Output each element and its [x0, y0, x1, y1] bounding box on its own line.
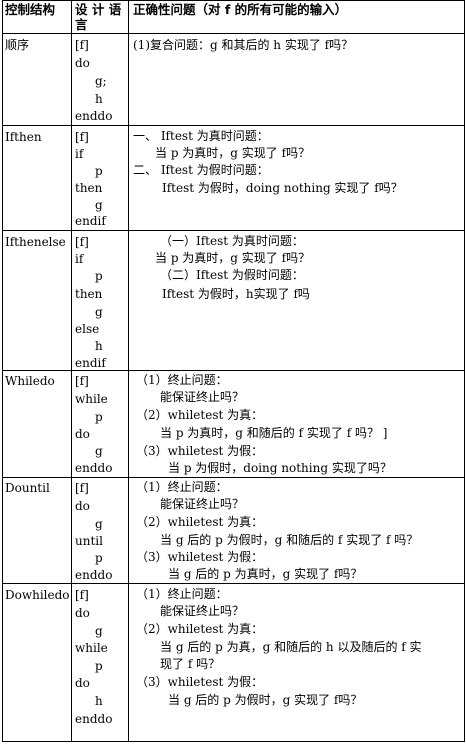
question-line: 能保证终止吗？: [160, 497, 245, 511]
question-line: (1)复合问题：g 和其后的 h 实现了 f吗？: [133, 38, 354, 52]
design-line: else: [75, 322, 100, 336]
header-design-language-cont: 言: [75, 17, 88, 32]
question-line: 当 p 为真时，g 实现了 f吗？: [155, 146, 311, 160]
design-line: until: [75, 534, 103, 548]
question-line: （2）whiletest 为真：: [136, 622, 264, 636]
question-line: 当 p 为真时，g 和随后的 f 实现了 f 吗？ ]: [160, 426, 388, 440]
design-line: p: [95, 164, 103, 178]
row-divider: [2, 370, 464, 371]
question-line: 现了 f 吗？: [160, 657, 221, 671]
row-divider: [2, 583, 464, 584]
design-line: do: [75, 676, 90, 690]
question-line: （3）whiletest 为假：: [136, 550, 264, 564]
header-control-structure: 控制结构: [5, 2, 56, 17]
question-line: （一）Iftest 为真时问题：: [160, 234, 304, 248]
design-line: endif: [75, 356, 106, 370]
design-line: [f]: [75, 374, 89, 388]
row-divider: [2, 230, 464, 231]
design-line: [f]: [75, 235, 89, 249]
design-line: do: [75, 427, 90, 441]
design-line: enddo: [75, 568, 113, 582]
question-line: Iftest 为假时，h实现了 f吗: [162, 287, 310, 301]
question-line: 当 p 为真时，g 实现了 f吗？: [155, 251, 311, 265]
design-line: g: [95, 444, 103, 458]
design-line: if: [75, 252, 84, 266]
row-name: 顺序: [5, 38, 30, 52]
design-line: endif: [75, 214, 106, 228]
design-line: g: [95, 624, 103, 638]
design-line: h: [95, 92, 103, 106]
row-name: Dowhiledo: [5, 588, 70, 602]
row-name: Ifthen: [5, 130, 42, 144]
design-line: enddo: [75, 712, 113, 726]
design-line: p: [95, 659, 103, 673]
row-name: Dountil: [5, 481, 50, 495]
design-line: h: [95, 339, 103, 353]
row-divider: [2, 125, 464, 126]
question-line: Iftest 为假时，doing nothing 实现了 f吗？: [162, 181, 403, 195]
design-line: enddo: [75, 461, 113, 475]
question-line: 能保证终止吗？: [160, 604, 245, 618]
question-line: （1）终止问题：: [136, 587, 228, 601]
table-border-left: [2, 0, 3, 742]
question-line: 当 g 后的 p 为假时，g 实现了 f吗？: [168, 693, 363, 707]
design-line: enddo: [75, 109, 113, 123]
design-line: [f]: [75, 481, 89, 495]
row-divider: [2, 477, 464, 478]
design-line: if: [75, 147, 84, 161]
question-line: （2）whiletest 为真：: [136, 515, 264, 529]
row-name: Ifthenelse: [5, 235, 66, 249]
header-divider: [2, 33, 464, 34]
question-line: 当 g 后的 p 为假时，g 和随后的 f 实现了 f 吗？: [160, 533, 419, 547]
design-line: g: [95, 517, 103, 531]
header-design-language: 设 计 语: [75, 2, 122, 17]
design-line: while: [75, 392, 108, 406]
design-line: do: [75, 499, 90, 513]
question-line: 二、 Iftest 为假时问题：: [133, 163, 269, 177]
design-line: while: [75, 641, 108, 655]
question-line: 一、 Iftest 为真时问题：: [133, 129, 269, 143]
question-line: （二）Iftest 为假时问题：: [160, 268, 304, 282]
design-line: g;: [95, 74, 107, 88]
table-border-bottom: [2, 741, 464, 742]
question-line: 能保证终止吗？: [160, 390, 245, 404]
design-line: p: [95, 410, 103, 424]
design-line: g: [95, 198, 103, 212]
header-correctness-question: 正确性问题（对 f 的所有可能的输入）: [133, 2, 348, 17]
question-line: 当 p 为假时，doing nothing 实现了吗？: [168, 461, 392, 475]
design-line: [f]: [75, 38, 89, 52]
design-line: p: [95, 551, 103, 565]
design-line: g: [95, 305, 103, 319]
table-border-right: [464, 0, 465, 742]
question-line: （3）whiletest 为假：: [136, 675, 264, 689]
design-line: then: [75, 287, 103, 301]
design-line: [f]: [75, 130, 89, 144]
design-line: h: [95, 694, 103, 708]
row-name: Whiledo: [5, 374, 55, 388]
design-line: do: [75, 56, 90, 70]
question-line: （2）whiletest 为真：: [136, 408, 264, 422]
design-line: do: [75, 606, 90, 620]
question-line: 当 g 后的 p 为真，g 和随后的 h 以及随后的 f 实: [160, 640, 422, 654]
design-line: then: [75, 181, 103, 195]
question-line: （3）whiletest 为假：: [136, 444, 264, 458]
column-divider: [71, 0, 72, 742]
design-line: p: [95, 269, 103, 283]
question-line: 当 g 后的 p 为真时，g 实现了 f吗？: [168, 567, 363, 581]
question-line: （1）终止问题：: [136, 373, 228, 387]
column-divider: [128, 0, 129, 742]
question-line: （1）终止问题：: [136, 480, 228, 494]
design-line: [f]: [75, 588, 89, 602]
table-border-top: [2, 0, 464, 1]
